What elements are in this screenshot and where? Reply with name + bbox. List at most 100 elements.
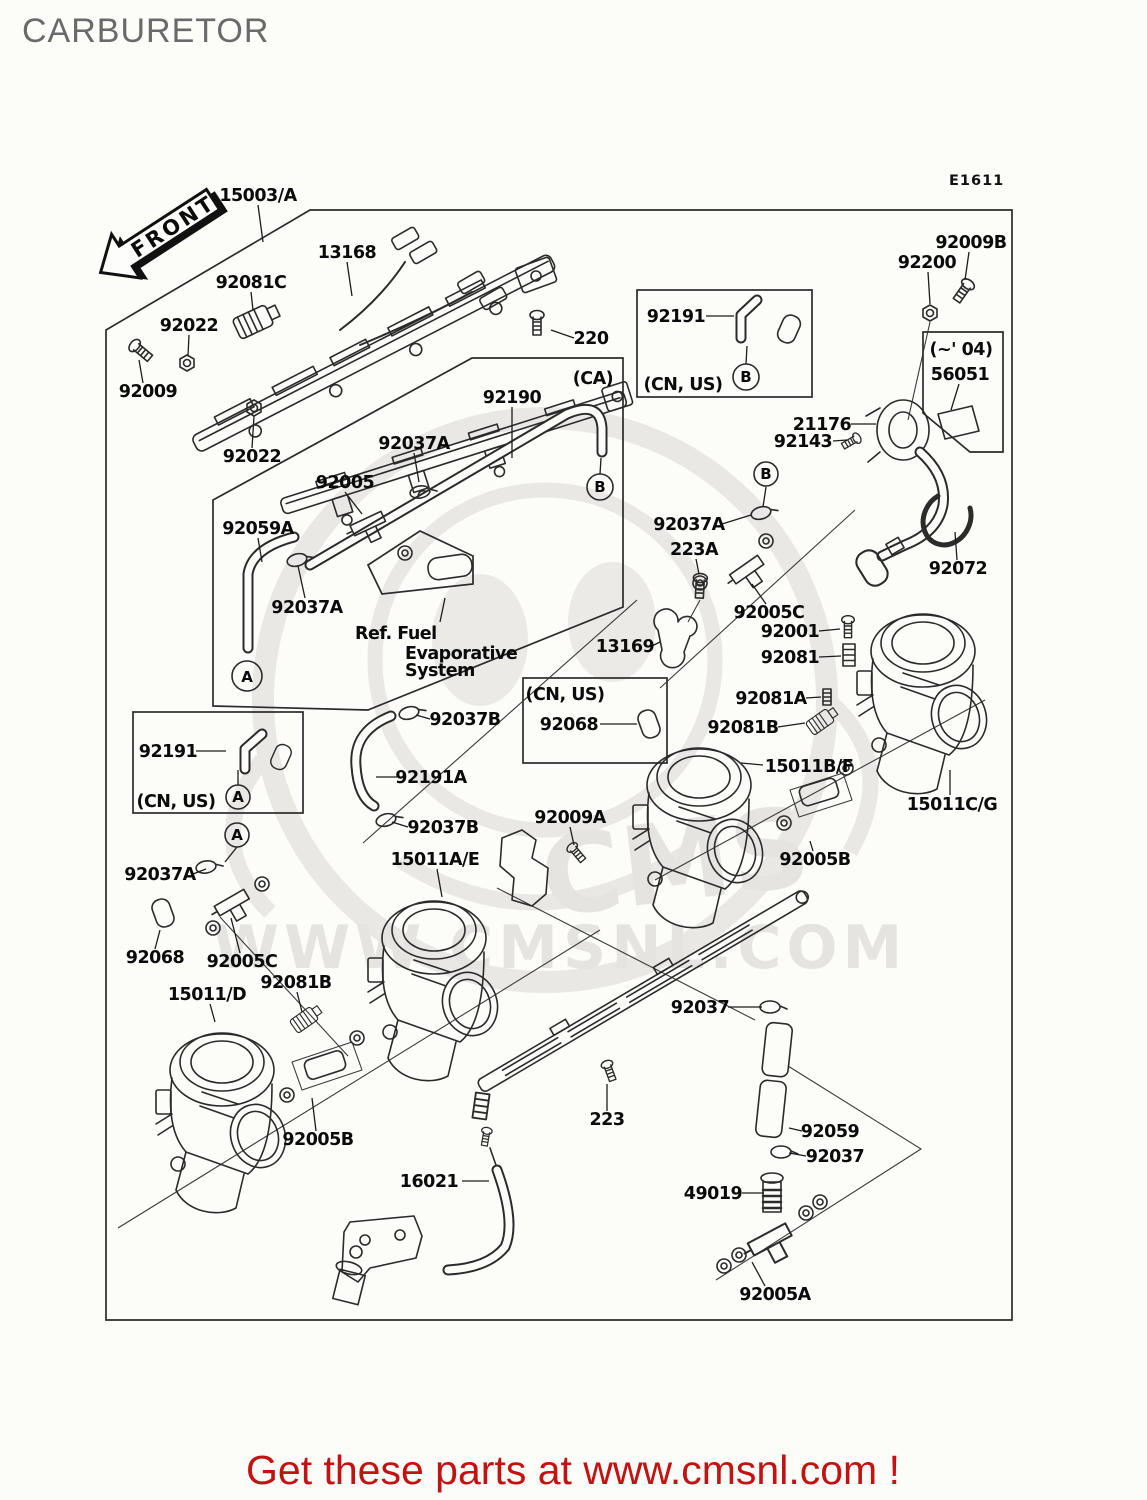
label-92037-r1: 92037 — [671, 998, 729, 1018]
label-92081c: 92081C — [216, 273, 287, 293]
spring-92081 — [842, 643, 856, 667]
label-upto04: (~' 04) — [930, 340, 993, 360]
label-92068-l: 92068 — [126, 948, 185, 968]
label-92059a: 92059A — [222, 519, 294, 539]
plate-56051 — [937, 405, 980, 440]
hose-92190 — [304, 403, 608, 571]
label-92072: 92072 — [929, 559, 987, 579]
tube-92059 — [755, 1021, 793, 1139]
page-title: CARBURETOR — [22, 12, 269, 50]
label-92191a: 92191A — [395, 768, 467, 788]
hose-92059a — [242, 531, 300, 654]
label-cnus-left: (CN, US) — [136, 792, 215, 812]
hose-elbow-92191-top-box — [735, 294, 804, 347]
cmsnl-watermark: CMS WWW.CMSNL.COM — [213, 407, 907, 993]
label-92037b-1: 92037B — [429, 710, 500, 730]
label-92191-left: 92191 — [139, 742, 197, 762]
bolt-92009 — [125, 336, 156, 365]
ref-note-line2: Evaporative — [405, 644, 518, 664]
rail-end-bracket — [514, 256, 558, 294]
harness-connectors-13168 — [339, 226, 508, 346]
nut-92022-b — [246, 399, 262, 417]
part-labels: 15003/A 13168 92081C 92022 92009 92022 2… — [119, 186, 1007, 1305]
label-92081: 92081 — [761, 648, 819, 668]
front-label: FRONT — [127, 190, 220, 262]
diagram-code: E1611 — [949, 173, 1004, 189]
hose-92191a — [350, 710, 397, 812]
label-cnus-top: (CN, US) — [643, 375, 722, 395]
throttle-link-rail — [477, 890, 810, 1092]
callout-a-3: A — [224, 822, 250, 848]
label-92009: 92009 — [119, 382, 178, 402]
clamp-92037-r1 — [759, 1000, 788, 1014]
small-hardware — [125, 275, 980, 1275]
part-92081a — [822, 688, 832, 706]
svg-text:A: A — [231, 826, 243, 844]
label-223: 223 — [589, 1110, 624, 1130]
ref-note-line1: Ref. Fuel — [355, 624, 437, 644]
leader-lines — [138, 204, 970, 1287]
callout-circles: A A A B B B — [224, 363, 779, 848]
label-13168: 13168 — [318, 243, 377, 263]
label-92059: 92059 — [801, 1122, 860, 1142]
label-92068-c: 92068 — [540, 715, 599, 735]
label-92022-b: 92022 — [223, 447, 281, 467]
fuel-rail-upper-13168 — [192, 254, 556, 452]
label-223a: 223A — [670, 540, 719, 560]
label-21176: 21176 — [793, 415, 852, 435]
label-220: 220 — [573, 329, 608, 349]
callout-b-3: B — [753, 461, 779, 487]
label-49019: 49019 — [684, 1184, 743, 1204]
label-16021: 16021 — [400, 1172, 458, 1192]
construction-lines — [117, 321, 986, 1281]
bolt-92009b — [950, 275, 978, 306]
bracket-92009a — [499, 829, 549, 907]
footer-promo-text: Get these parts at www.cmsnl.com ! — [246, 1447, 900, 1493]
clamp-92037b-1 — [396, 702, 428, 723]
callout-b-2: B — [732, 363, 760, 391]
diagram-frames — [105, 209, 1013, 1321]
label-15011cg: 15011C/G — [907, 795, 998, 815]
label-92022-a: 92022 — [160, 316, 218, 336]
bolt-223 — [599, 1058, 620, 1084]
label-92005c-l: 92005C — [207, 952, 278, 972]
clamp-92037-r2 — [770, 1145, 799, 1159]
pipe-92005b-l — [279, 1030, 365, 1103]
label-region-ca: (CA) — [573, 369, 613, 389]
svg-text:B: B — [594, 478, 605, 496]
valve-21176-assembly — [851, 399, 950, 591]
callout-b-1: B — [586, 473, 614, 501]
bolt-220 — [529, 309, 545, 336]
front-direction-arrow: FRONT — [98, 187, 228, 280]
label-15011d: 15011/D — [168, 985, 246, 1005]
label-92005b-r: 92005B — [779, 850, 850, 870]
label-92037a-4: 92037A — [124, 865, 196, 885]
injector-92081c — [231, 299, 283, 341]
tee-92005c-r — [723, 554, 773, 599]
label-92190: 92190 — [483, 388, 542, 408]
ref-note-line3: System — [405, 661, 475, 681]
svg-text:B: B — [740, 368, 751, 386]
label-92037a-2: 92037A — [271, 598, 343, 618]
label-92001: 92001 — [761, 622, 819, 642]
label-92009a: 92009A — [534, 808, 606, 828]
nut-92200 — [922, 304, 938, 322]
bracket-13169 — [653, 608, 698, 669]
nut-92022-a — [179, 354, 195, 372]
label-92037a-1: 92037A — [378, 434, 450, 454]
label-15003a: 15003/A — [219, 186, 297, 206]
label-92037a-3: 92037A — [653, 515, 725, 535]
label-92143: 92143 — [774, 432, 832, 452]
label-92005a: 92005A — [739, 1285, 811, 1305]
callout-a-2: A — [225, 784, 251, 810]
label-13169: 13169 — [596, 637, 655, 657]
label-92037b-2: 92037B — [407, 818, 478, 838]
watermark-domain: WWW.CMSNL.COM — [213, 913, 907, 983]
label-92081b-r: 92081B — [707, 718, 778, 738]
label-92081a: 92081A — [735, 689, 807, 709]
label-92037-r2: 92037 — [806, 1147, 864, 1167]
screw-92001 — [840, 614, 856, 639]
carb-body-15011cg — [856, 613, 996, 795]
pipe-92005b-r — [776, 760, 854, 831]
